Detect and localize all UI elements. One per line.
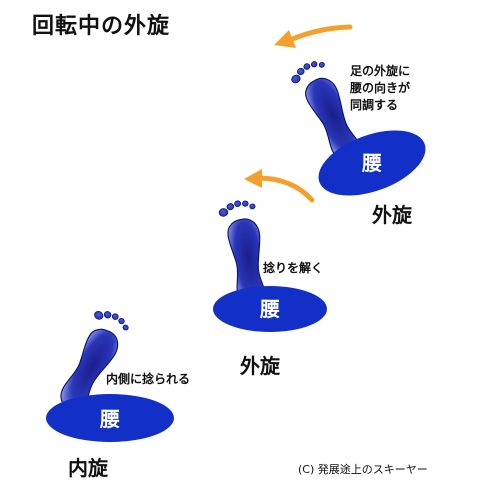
- annotation-stage-1: 内側に捻られる: [106, 371, 190, 388]
- annotation-stage-3-line-3: 同調する: [350, 98, 399, 112]
- annotation-stage-2: 捻りを解く: [263, 260, 323, 277]
- annotation-stage-3-line-1: 足の外旋に: [350, 64, 411, 78]
- motion-label-stage-2: 外旋: [240, 354, 280, 378]
- koshi-ellipse-stage-1: 腰: [46, 394, 174, 442]
- page-title: 回転中の外旋: [32, 14, 171, 39]
- koshi-label-stage-1: 腰: [99, 407, 120, 431]
- koshi-label-stage-2: 腰: [259, 297, 280, 321]
- koshi-ellipse-stage-3: 腰: [318, 130, 426, 196]
- annotation-stage-3: 足の外旋に 腰の向きが 同調する: [350, 63, 410, 114]
- koshi-ellipse-stage-2: 腰: [213, 286, 327, 332]
- motion-label-stage-1: 内旋: [68, 456, 108, 480]
- annotation-stage-1-line-1: 内側に捻られる: [106, 372, 191, 386]
- annotation-stage-3-line-2: 腰の向きが: [350, 81, 411, 95]
- copyright-credit: (C) 発展途上のスキーヤー: [298, 463, 428, 476]
- arrow-stage-3: [274, 24, 353, 48]
- motion-label-stage-3: 外旋: [372, 203, 412, 227]
- arrow-stage-2: [244, 169, 315, 203]
- annotation-stage-2-line-1: 捻りを解く: [263, 261, 324, 275]
- koshi-label-stage-3: 腰: [361, 151, 382, 175]
